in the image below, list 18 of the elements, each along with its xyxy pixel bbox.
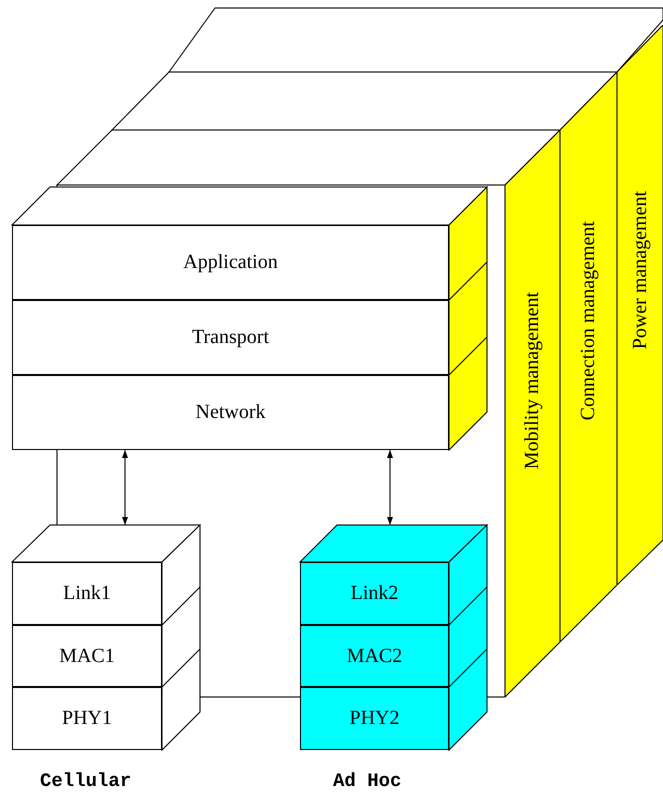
layer-box: MAC1 [12, 625, 162, 687]
plane-label: Connection management [577, 220, 600, 420]
layer-box: PHY1 [12, 687, 162, 750]
layer-box: PHY2 [300, 687, 449, 750]
layer-box: Link1 [12, 562, 162, 625]
stack-caption: Ad Hoc [333, 770, 402, 792]
layer-box: Link2 [300, 562, 449, 625]
arrow [387, 450, 393, 526]
management-plane [560, 72, 617, 642]
layer-box: Transport [12, 300, 449, 375]
stack-caption: Cellular [40, 770, 132, 792]
plane-label: Power management [628, 191, 652, 350]
layer-box: Application [12, 225, 449, 300]
layer-box: MAC2 [300, 625, 449, 687]
management-plane [617, 25, 663, 585]
arrow [122, 450, 128, 526]
plane-label: Mobility management [521, 292, 544, 469]
layer-box: Network [12, 375, 449, 450]
